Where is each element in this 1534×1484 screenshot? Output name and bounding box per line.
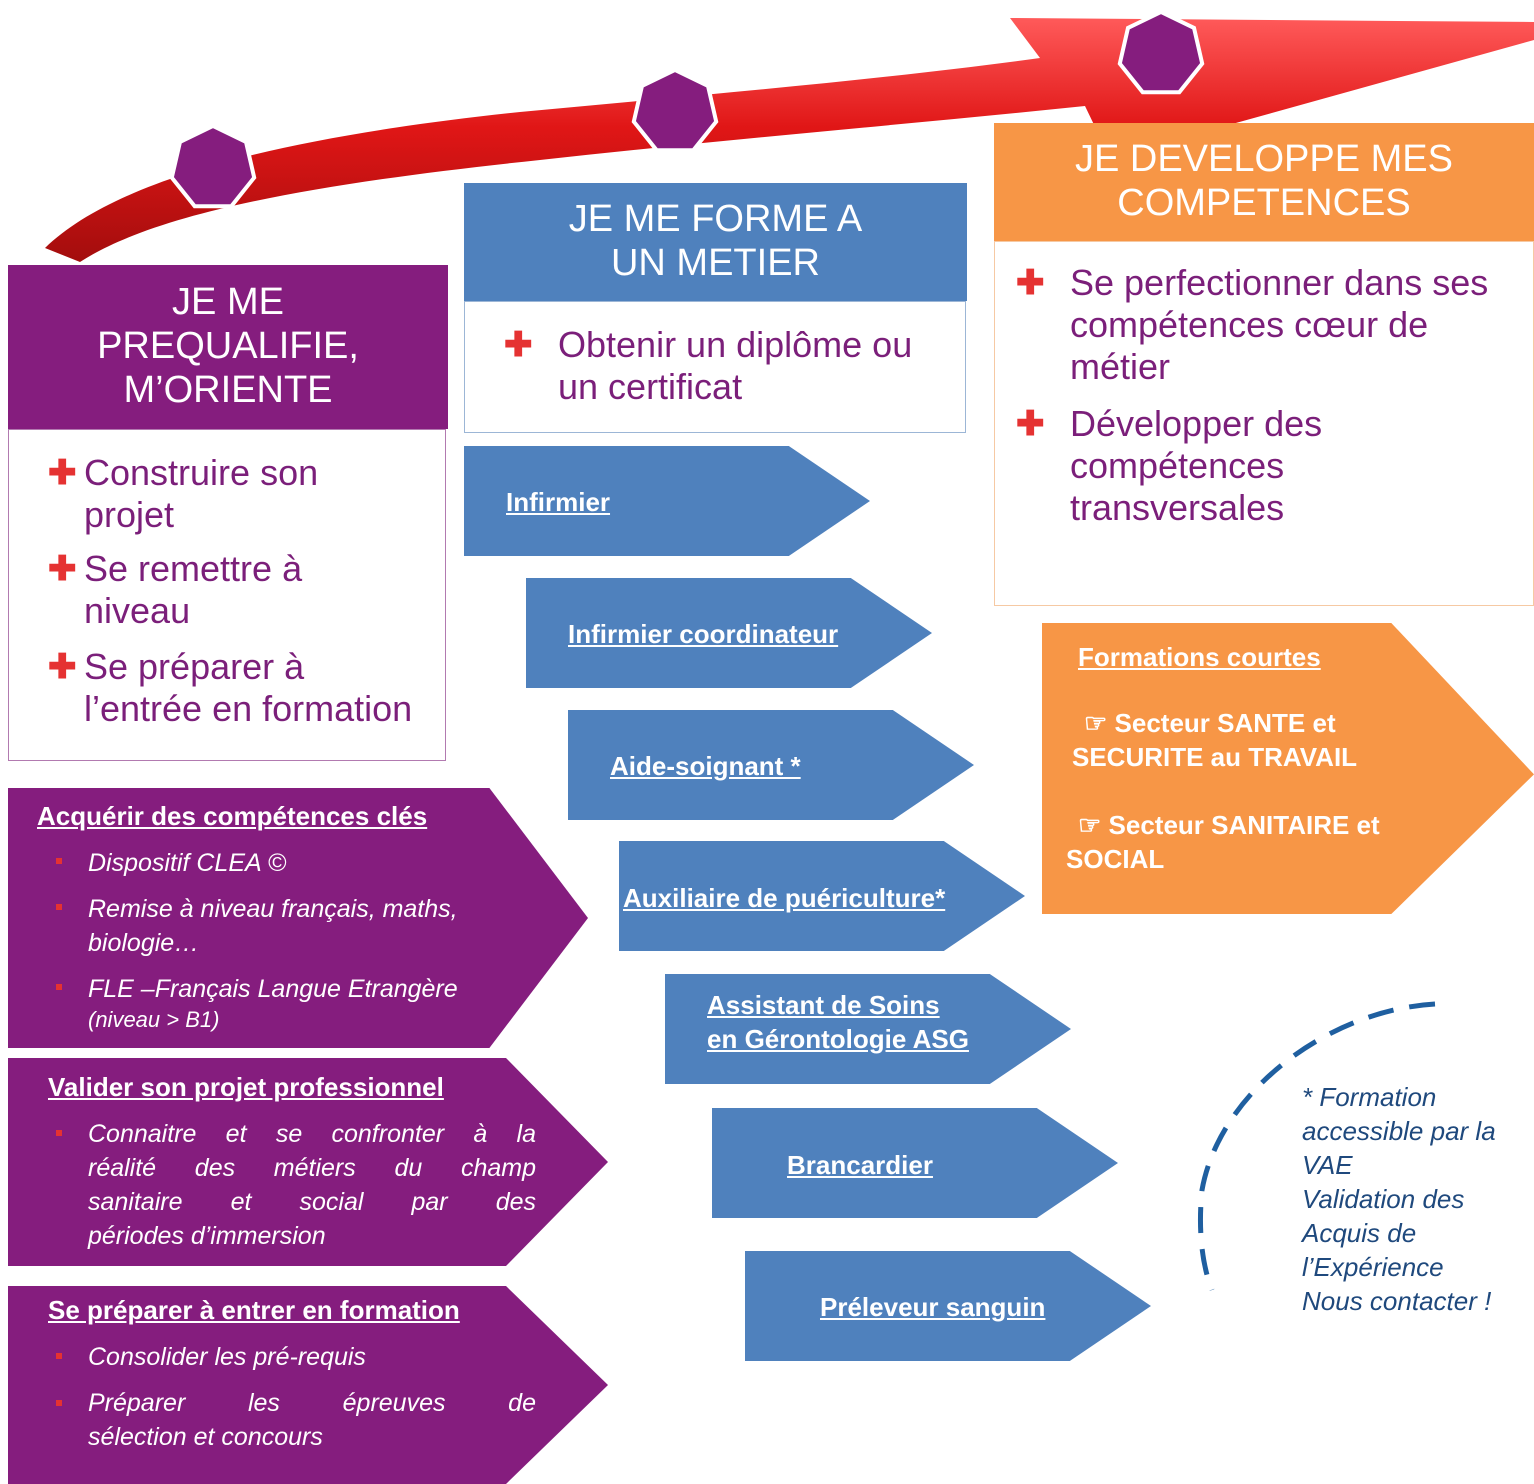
project-chevron (8, 1058, 608, 1266)
job-link[interactable]: Assistant de Soins en Gérontologie ASG (707, 990, 969, 1054)
develop-box (994, 241, 1534, 606)
develop-header: JE DEVELOPPE MES COMPETENCES (994, 123, 1534, 241)
job-chevron-brancardier[interactable] (712, 1108, 1118, 1218)
job-link[interactable]: Auxiliaire de puériculture* (623, 883, 946, 913)
red-cross-icon: ✚ (1016, 405, 1045, 443)
red-square-bullet-icon (56, 858, 62, 864)
header-line: COMPETENCES (1117, 182, 1411, 224)
chevron-item: Préparer les épreuves de sélection et co… (88, 1389, 536, 1451)
red-cross-icon: ✚ (1016, 264, 1045, 302)
job-link[interactable]: Préleveur sanguin (820, 1292, 1046, 1322)
red-square-bullet-icon (56, 984, 62, 990)
develop-bullet: Se perfectionner dans ses compétences cœ… (1070, 262, 1489, 387)
short-training-sector[interactable]: ☞ Secteur SANTE et SECURITE au TRAVAIL (1072, 708, 1358, 772)
red-cross-icon: ✚ (48, 550, 77, 588)
job-chevron-asg[interactable] (665, 974, 1071, 1084)
header-line: PREQUALIFIE, (97, 325, 359, 368)
chevron-title[interactable]: Valider son projet professionnel (48, 1072, 444, 1102)
chevron-item: FLE –Français Langue Etrangère (niveau >… (88, 975, 458, 1032)
prequalify-box (8, 429, 446, 761)
prequalify-bullet: Construire son projet (84, 452, 319, 535)
job-chevron-preleveur[interactable] (745, 1251, 1151, 1361)
short-training-title[interactable]: Formations courtes (1078, 642, 1321, 672)
job-chevron-infirmier[interactable] (464, 446, 870, 556)
header-line: JE ME (172, 281, 284, 324)
header-line: JE ME FORME A (568, 198, 863, 241)
chevron-title[interactable]: Se préparer à entrer en formation (48, 1295, 460, 1325)
chevron-title[interactable]: Acquérir des compétences clés (37, 801, 428, 831)
prequalify-bullet: Se préparer à l’entrée en formation (84, 646, 413, 729)
red-cross-icon: ✚ (504, 326, 533, 364)
red-square-bullet-icon (56, 1353, 62, 1359)
dashed-arc (1197, 1001, 1436, 1291)
chevron-item: Remise à niveau français, maths, biologi… (88, 895, 458, 957)
job-chevron-infirmier-coordinateur[interactable] (526, 578, 932, 688)
train-box (464, 301, 966, 433)
train-header: JE ME FORME A UN METIER (464, 183, 967, 301)
chevron-item: Dispositif CLEA © (88, 849, 287, 877)
red-cross-icon: ✚ (48, 648, 77, 686)
growth-arrow (45, 9, 1534, 262)
job-link[interactable]: Infirmier coordinateur (568, 619, 839, 649)
job-link[interactable]: Aide-soignant * (610, 751, 801, 781)
job-chevron-auxiliaire[interactable] (619, 841, 1025, 951)
job-link[interactable]: Brancardier (787, 1150, 933, 1180)
prequalify-header: JE ME PREQUALIFIE, M’ORIENTE (8, 265, 448, 429)
key-skills-chevron (8, 788, 588, 1048)
header-line: JE DEVELOPPE MES (1074, 138, 1453, 181)
heptagon-marker-icon (1117, 9, 1205, 95)
header-line: UN METIER (610, 242, 820, 284)
red-square-bullet-icon (56, 904, 62, 910)
red-cross-icon: ✚ (48, 454, 77, 492)
train-bullet: Obtenir un diplôme ou un certificat (558, 324, 913, 407)
training-prep-chevron (8, 1286, 608, 1484)
chevron-item: Connaitre et se confronter à la réalité … (88, 1120, 536, 1250)
red-square-bullet-icon (56, 1130, 62, 1136)
job-link[interactable]: Infirmier (506, 487, 611, 517)
heptagon-marker-icon (631, 67, 719, 153)
develop-bullet: Développer des compétences transversales (1070, 403, 1323, 528)
header-line: M’ORIENTE (123, 368, 333, 411)
chevron-item: Consolider les pré-requis (88, 1343, 366, 1371)
red-square-bullet-icon (56, 1400, 62, 1406)
heptagon-marker-icon (169, 123, 257, 209)
prequalify-bullet: Se remettre à niveau (84, 548, 303, 631)
job-chevron-aide-soignant[interactable] (568, 710, 974, 820)
vae-note: * Formation accessible par la VAE Valida… (1302, 1082, 1496, 1316)
short-training-sector[interactable]: ☞ Secteur SANITAIRE et SOCIAL (1066, 810, 1380, 874)
